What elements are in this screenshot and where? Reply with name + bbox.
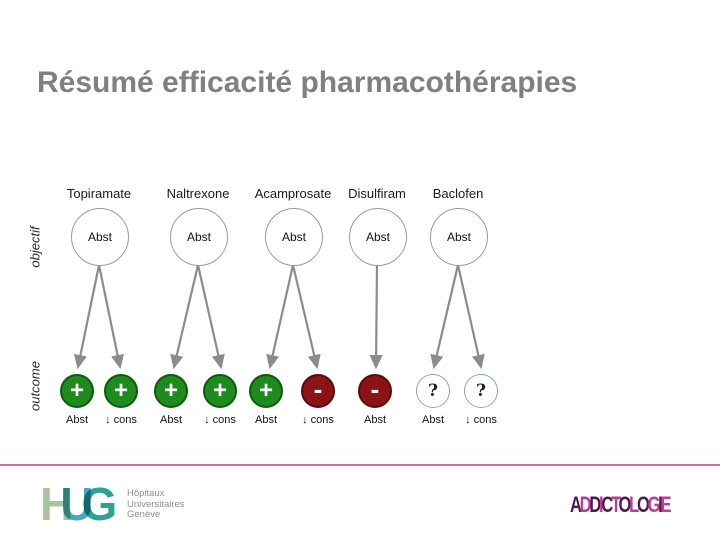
outcome-label: Abst <box>65 414 88 426</box>
outcome-node: ? <box>416 374 450 408</box>
addictologie-logo: ADDICTOLOGIE <box>570 492 671 517</box>
outcome-label: Abst <box>421 414 444 426</box>
drug-name: Naltrexone <box>166 186 230 201</box>
hug-logo: HUG <box>40 478 118 530</box>
hug-text-line: Genève <box>127 509 161 520</box>
hug-text-line: Hôpitaux <box>127 488 165 499</box>
outcome-node: + <box>249 374 283 408</box>
outcome-label: ↓ cons <box>302 414 334 426</box>
outcome-label: Abst <box>254 414 277 426</box>
objective-node: Abst <box>71 208 129 266</box>
objective-node: Abst <box>170 208 228 266</box>
outcome-node: + <box>203 374 237 408</box>
outcome-node: - <box>358 374 392 408</box>
outcome-label: ↓ cons <box>204 414 236 426</box>
slide-title: Résumé efficacité pharmacothérapies <box>37 66 578 99</box>
outcome-node: ? <box>464 374 498 408</box>
drug-name: Disulfiram <box>348 186 406 201</box>
outcome-node: - <box>301 374 335 408</box>
objectif-axis-label: objectif <box>27 226 43 268</box>
outcome-node: + <box>60 374 94 408</box>
footer-divider <box>0 464 720 466</box>
hug-logo-letters: HUG <box>40 478 118 530</box>
outcome-label: Abst <box>159 414 182 426</box>
outcome-label: Abst <box>363 414 386 426</box>
objective-node: Abst <box>265 208 323 266</box>
drug-name: Topiramate <box>66 186 132 201</box>
hug-logo-text: Hôpitaux Universitaires Genève <box>127 488 185 521</box>
objective-node: Abst <box>430 208 488 266</box>
drug-name: Acamprosate <box>254 186 332 201</box>
outcome-label: ↓ cons <box>465 414 497 426</box>
outcome-axis-label: outcome <box>27 361 43 411</box>
outcome-node: + <box>104 374 138 408</box>
hug-text-line: Universitaires <box>127 498 185 510</box>
outcome-node: + <box>154 374 188 408</box>
drug-name: Baclofen <box>432 186 484 201</box>
outcome-label: ↓ cons <box>105 414 137 426</box>
objective-node: Abst <box>349 208 407 266</box>
